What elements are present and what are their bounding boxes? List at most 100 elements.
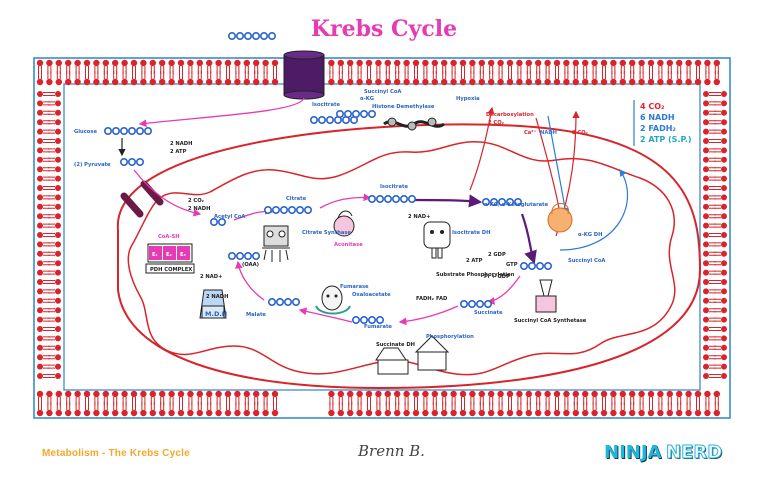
phospholipid-head	[177, 409, 185, 417]
phospholipid-head	[506, 390, 514, 398]
phospholipid-head	[666, 409, 673, 417]
phospholipid-head	[721, 128, 727, 135]
phospholipid-tail	[179, 71, 183, 79]
phospholipid-head	[215, 390, 222, 398]
phospholipid-tail	[38, 402, 42, 410]
phospholipid-head	[83, 78, 91, 86]
succinate-carbon	[459, 299, 468, 308]
phospholipid-head	[403, 78, 410, 86]
phospholipid-head	[703, 316, 709, 323]
label-succinyl-coa: Succinyl CoA	[568, 258, 605, 264]
isocitrate-carbon	[375, 195, 384, 204]
phospholipid-tail	[620, 402, 625, 410]
phospholipid-tail	[714, 120, 721, 125]
phospholipid-head	[224, 409, 232, 417]
phospholipid-head	[703, 166, 709, 173]
phospholipid-tail	[226, 71, 230, 79]
phospholipid-head	[488, 59, 495, 67]
phospholipid-head	[638, 409, 645, 417]
phospholipid-head	[37, 156, 43, 163]
phospholipid-head	[112, 390, 119, 398]
phospholipid-head	[93, 409, 100, 417]
phospholipid-head	[93, 390, 100, 398]
phospholipid-tail	[442, 402, 447, 410]
citrate-synthase-figure	[262, 225, 290, 262]
phospholipid-head	[703, 91, 709, 97]
phospholipid-head	[553, 409, 561, 417]
phospholipid-head	[243, 78, 250, 86]
phospholipid-tail	[677, 402, 682, 410]
phospholipid-head	[187, 390, 194, 398]
phospholipid-head	[140, 59, 147, 67]
phospholipid-head	[394, 59, 401, 67]
phospholipid-head	[112, 409, 119, 417]
phospholipid-head	[535, 390, 542, 398]
phospholipid-head	[525, 78, 532, 86]
phospholipid-tail	[714, 327, 721, 331]
phospholipid-tail	[508, 71, 512, 79]
phospholipid-head	[572, 409, 579, 417]
label-pi-gdp: Pi + GDP	[484, 274, 510, 280]
phospholipid-tail	[395, 71, 400, 79]
label-isocitrate-dh: Isocitrate DH	[452, 230, 490, 236]
succinyl-coa-carbon	[519, 261, 528, 270]
phospholipid-head	[328, 78, 335, 86]
phospholipid-tail	[376, 402, 381, 410]
phospholipid-head	[55, 363, 61, 370]
phospholipid-tail	[432, 71, 437, 79]
phospholipid-head	[403, 59, 410, 67]
phospholipid-head	[55, 222, 61, 229]
phospholipid-tail	[583, 71, 588, 79]
phospholipid-head	[525, 59, 532, 67]
phospholipid-head	[703, 119, 709, 126]
phospholipid-head	[187, 409, 194, 417]
phospholipid-tail	[714, 298, 721, 303]
phospholipid-head	[37, 119, 43, 126]
phospholipid-head	[37, 213, 43, 220]
phospholipid-tail	[48, 317, 55, 322]
phospholipid-head	[657, 78, 664, 86]
phospholipid-head	[591, 409, 598, 417]
phospholipid-head	[647, 78, 655, 86]
phospholipid-head	[721, 119, 727, 126]
phospholipid-head	[37, 91, 43, 97]
phospholipid-head	[375, 59, 382, 67]
phospholipid-head	[703, 194, 709, 201]
phospholipid-head	[262, 409, 269, 417]
fumarate-carbon	[351, 315, 360, 324]
phospholipid-head	[694, 59, 702, 67]
oxaloacetate-carbon	[252, 252, 261, 261]
acetyl-coa-carbon	[218, 218, 227, 227]
phospholipid-head	[46, 59, 53, 67]
phospholipid-head	[721, 213, 727, 220]
isocitrate-carbon	[367, 195, 376, 204]
phospholipid-head	[168, 78, 175, 86]
arrow-succinylcoa-succinate	[486, 275, 521, 305]
phospholipid-tail	[573, 402, 578, 410]
phospholipid-head	[629, 390, 636, 398]
ninja-nerd-logo: NINJA NERD	[604, 440, 724, 464]
logo-nerd-text: NERD	[665, 442, 723, 464]
phospholipid-head	[666, 78, 673, 86]
phospholipid-head	[506, 409, 514, 417]
histone-chromatin	[383, 117, 445, 131]
arrow-citrate-isocitrate	[319, 193, 372, 209]
phospholipid-head	[676, 59, 683, 67]
phospholipid-head	[703, 326, 709, 332]
glucose-transporter	[283, 50, 325, 100]
phospholipid-head	[610, 59, 617, 67]
phospholipid-tail	[367, 402, 371, 410]
phospholipid-head	[412, 409, 420, 417]
phospholipid-head	[149, 390, 156, 398]
phospholipid-tail	[329, 402, 334, 410]
phospholipid-head	[55, 390, 62, 398]
phospholipid-tail	[56, 71, 61, 79]
phospholipid-tail	[714, 289, 721, 294]
phospholipid-tail	[714, 176, 721, 181]
alpha-ketoglutarate-carbon	[513, 198, 522, 207]
label-histone-demethylase: Histone Demethylase	[372, 104, 435, 110]
phospholipid-tail	[592, 402, 597, 410]
phospholipid-head	[721, 185, 727, 191]
phospholipid-tail	[357, 402, 362, 410]
phospholipid-head	[55, 185, 61, 191]
